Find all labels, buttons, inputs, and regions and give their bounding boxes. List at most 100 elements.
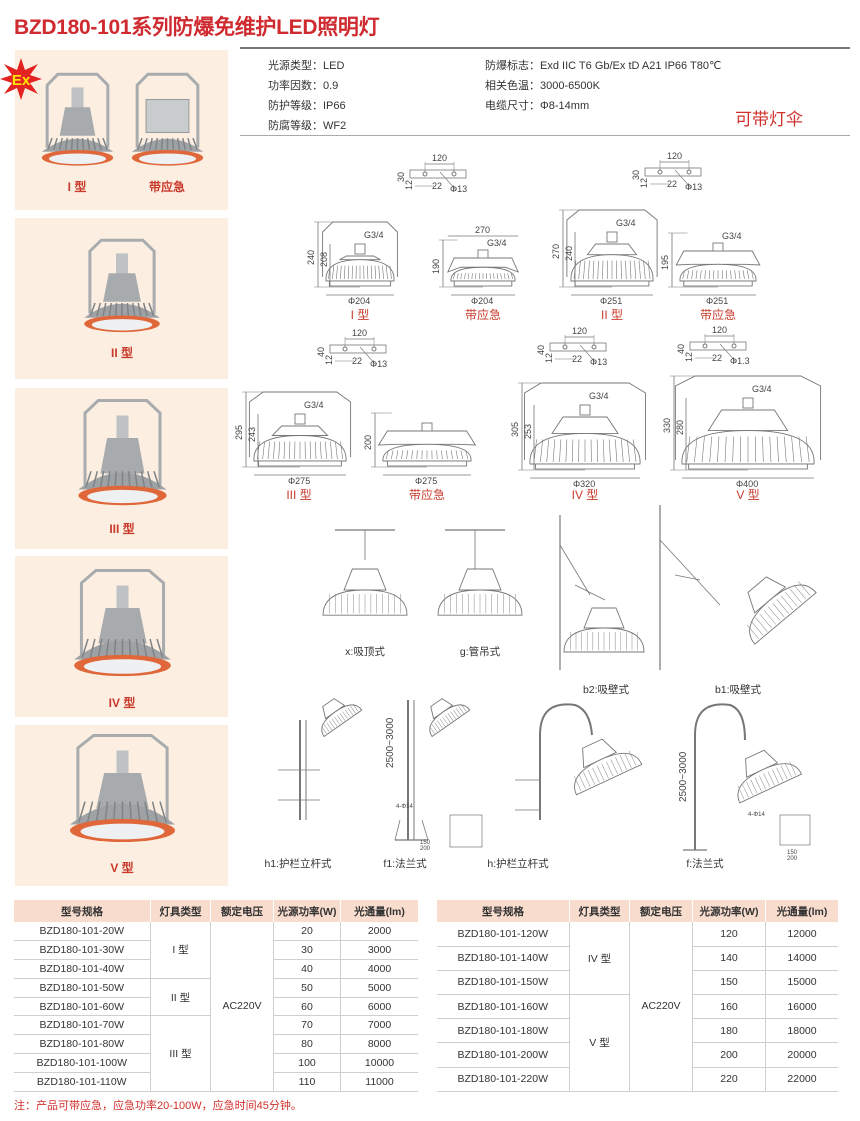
spec-light-source: 光源类型：LED: [268, 60, 345, 72]
fin: [151, 801, 159, 823]
dimension-text: Φ13: [590, 357, 608, 367]
dim-line: [460, 450, 464, 460]
dim-line: [583, 260, 586, 280]
model-cell: BZD180-101-160W: [436, 994, 570, 1020]
dim-line: [273, 441, 275, 460]
cable-entry: [712, 242, 724, 252]
spec-power-factor: 功率因数：0.9: [268, 80, 339, 92]
type-cell: IV 型: [569, 922, 630, 996]
cable-entry: [421, 422, 433, 432]
dim-line: [614, 439, 618, 463]
dim-line: [465, 450, 469, 460]
cable-entry: [477, 249, 489, 259]
hanger-bracket: [88, 238, 156, 314]
lamp-photo-type-3: [78, 399, 167, 506]
dim-line: [332, 265, 335, 280]
dim-line: [456, 273, 459, 280]
model-cell: BZD180-101-50W: [13, 978, 151, 998]
lamp-lens: [48, 153, 107, 165]
photo-label: II 型: [110, 346, 134, 360]
photo-panel-type-3: III 型: [15, 388, 228, 549]
type-cell: V 型: [569, 994, 630, 1092]
dim-line: [717, 436, 720, 463]
dimension-text: Φ1.3: [730, 356, 750, 366]
bracket-bar: [644, 167, 702, 177]
dim-line: [701, 436, 705, 463]
col-type: 灯具类型: [569, 900, 630, 922]
emergency-housing: [446, 257, 520, 273]
col-model: 型号规格: [436, 900, 570, 922]
photo-label: IV 型: [108, 696, 136, 710]
type-cell: II 型: [150, 978, 211, 1017]
flux-cell: 8000: [340, 1034, 418, 1055]
dim-line: [396, 450, 399, 460]
dim-line: [347, 265, 350, 280]
fin: [148, 302, 155, 317]
fin: [142, 638, 148, 658]
drawing-label: 带应急: [408, 488, 446, 502]
lamp-photo-type-1: [41, 72, 114, 166]
hanger-bracket: [45, 72, 110, 148]
fin: [142, 302, 148, 317]
dim-line: [471, 273, 473, 280]
fin: [113, 801, 116, 823]
fin: [89, 302, 96, 317]
photo-panel-type-4: IV 型: [15, 556, 228, 717]
dimension-text: 22: [667, 179, 678, 189]
spec-bottom-rule: [240, 135, 850, 136]
dim-line: [691, 270, 694, 280]
voltage-cell: AC220V: [629, 922, 693, 1092]
power-cell: 120: [692, 922, 766, 947]
fin: [102, 137, 108, 151]
dim-line: [450, 450, 453, 460]
fin: [132, 302, 136, 316]
hanger: [524, 382, 646, 460]
dim-line: [455, 450, 458, 460]
fin: [105, 638, 110, 658]
umbrella-option: 可带灯伞: [735, 110, 803, 129]
spec-cable-size: 电缆尺寸：Φ8-14mm: [485, 100, 590, 112]
dim-line: [359, 346, 377, 366]
dim-line: [674, 169, 692, 189]
power-cell: 150: [692, 970, 766, 996]
lamp-lens: [83, 659, 162, 674]
dim-line: [401, 450, 404, 460]
bracket-bar: [549, 342, 607, 352]
lamp-rim: [453, 280, 513, 287]
hanger-bracket: [135, 72, 200, 148]
dim-line: [406, 450, 408, 460]
dim-line: [453, 273, 456, 280]
fin: [154, 138, 159, 150]
fin: [81, 138, 85, 150]
svg-text:Ex: Ex: [12, 72, 31, 89]
fin: [159, 801, 167, 823]
dim-line: [791, 436, 795, 463]
dim-line: [325, 441, 327, 460]
dim-line: [390, 450, 394, 460]
dim-line: [339, 265, 342, 280]
flux-cell: 11000: [340, 1072, 418, 1092]
lamp-sketch: [322, 568, 408, 616]
spec-table-right: 型号规格 灯具类型 额定电压 光源功率(W) 光通量(lm) BZD180-10…: [436, 900, 838, 1092]
flux-cell: 16000: [765, 994, 838, 1020]
fin: [89, 638, 96, 658]
dim-line: [540, 439, 543, 463]
fin: [182, 138, 187, 150]
mount-label: b1:吸壁式: [714, 684, 762, 696]
col-voltage: 额定电压: [629, 900, 693, 922]
lamp-photo-type-4: [74, 569, 171, 677]
dim-line: [659, 539, 721, 606]
flux-cell: 14000: [765, 946, 838, 971]
lamp-heatsink-top: [59, 107, 96, 136]
mount-label: h:护栏立杆式: [487, 858, 549, 870]
flange-b-dim: 200: [420, 846, 431, 852]
photo-label: I 型: [67, 180, 87, 194]
